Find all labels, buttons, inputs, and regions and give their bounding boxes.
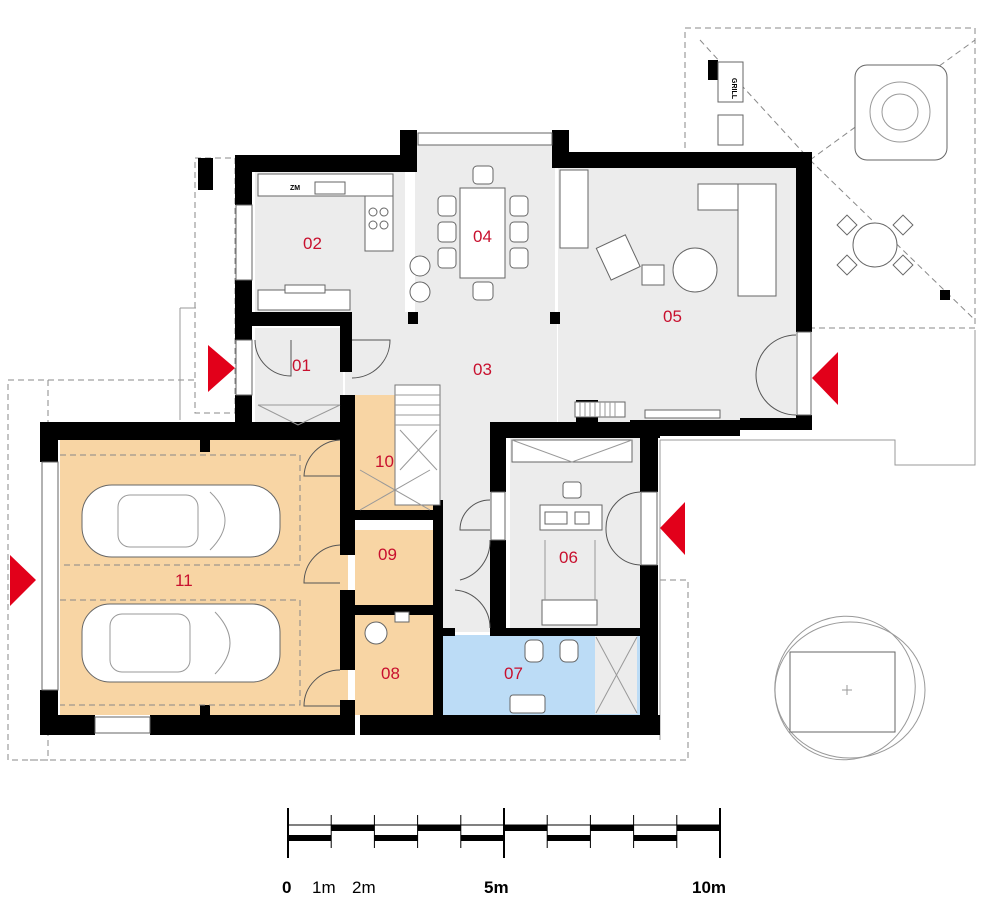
car-bottom [81, 603, 281, 683]
car-top [81, 484, 281, 558]
scale-segment [374, 835, 418, 841]
grill-label: GRILL [730, 78, 737, 100]
scale-segment [460, 835, 504, 841]
room-label-06: 06 [559, 548, 578, 567]
room-label-04: 04 [473, 227, 492, 246]
living-furniture [559, 169, 777, 419]
room-labels: 01 02 03 04 05 06 07 08 09 10 11 [175, 227, 682, 683]
floor-room-09 [355, 530, 437, 608]
room-label-11: 11 [175, 571, 193, 590]
floor-room-06 [510, 438, 642, 628]
scale-label-5m: 5m [484, 878, 509, 897]
room-label-05: 05 [663, 307, 682, 326]
scale-label-1m: 1m [312, 878, 336, 897]
scale-segment [288, 835, 332, 841]
scale-segment [547, 835, 591, 841]
entrance-arrows [10, 345, 838, 606]
scale-bar: 0 1m 2m 5m 10m [282, 808, 726, 897]
room-label-03: 03 [473, 360, 492, 379]
jacuzzi-icon [854, 64, 948, 161]
scale-segment [504, 825, 548, 831]
entrance-arrow-icon [10, 555, 36, 606]
office-furniture [511, 439, 633, 626]
scale-label-10m: 10m [692, 878, 726, 897]
windows [41, 132, 812, 734]
walls [40, 60, 950, 735]
scale-segment [633, 835, 677, 841]
room-label-09: 09 [378, 545, 397, 564]
room-label-07: 07 [504, 664, 523, 683]
scale-segment [676, 825, 720, 831]
bathroom-fixtures [364, 611, 638, 714]
entrance-arrow-icon [208, 345, 235, 392]
outdoor-table-icon [836, 214, 914, 276]
stairs [359, 384, 441, 511]
dining-furniture [409, 165, 529, 303]
scale-segment [331, 825, 375, 831]
entrance-arrow-icon [660, 502, 685, 555]
scale-label-0: 0 [282, 878, 291, 897]
scale-label-2m: 2m [352, 878, 376, 897]
kitchen-furniture: ZM [257, 173, 394, 426]
scale-segment [417, 825, 461, 831]
entrance-arrow-icon [812, 352, 838, 405]
doors [254, 334, 797, 707]
room-label-02: 02 [303, 234, 322, 253]
kitchen-appliance-label: ZM [290, 185, 300, 192]
terrace-furniture: GRILL [717, 61, 948, 761]
tree-icon [774, 615, 926, 761]
scale-segment [590, 825, 634, 831]
floor-room-01 [255, 328, 343, 423]
garage-car-outlines [60, 454, 301, 706]
room-label-01: 01 [292, 356, 311, 375]
room-label-10: 10 [375, 452, 394, 471]
room-label-08: 08 [381, 664, 400, 683]
